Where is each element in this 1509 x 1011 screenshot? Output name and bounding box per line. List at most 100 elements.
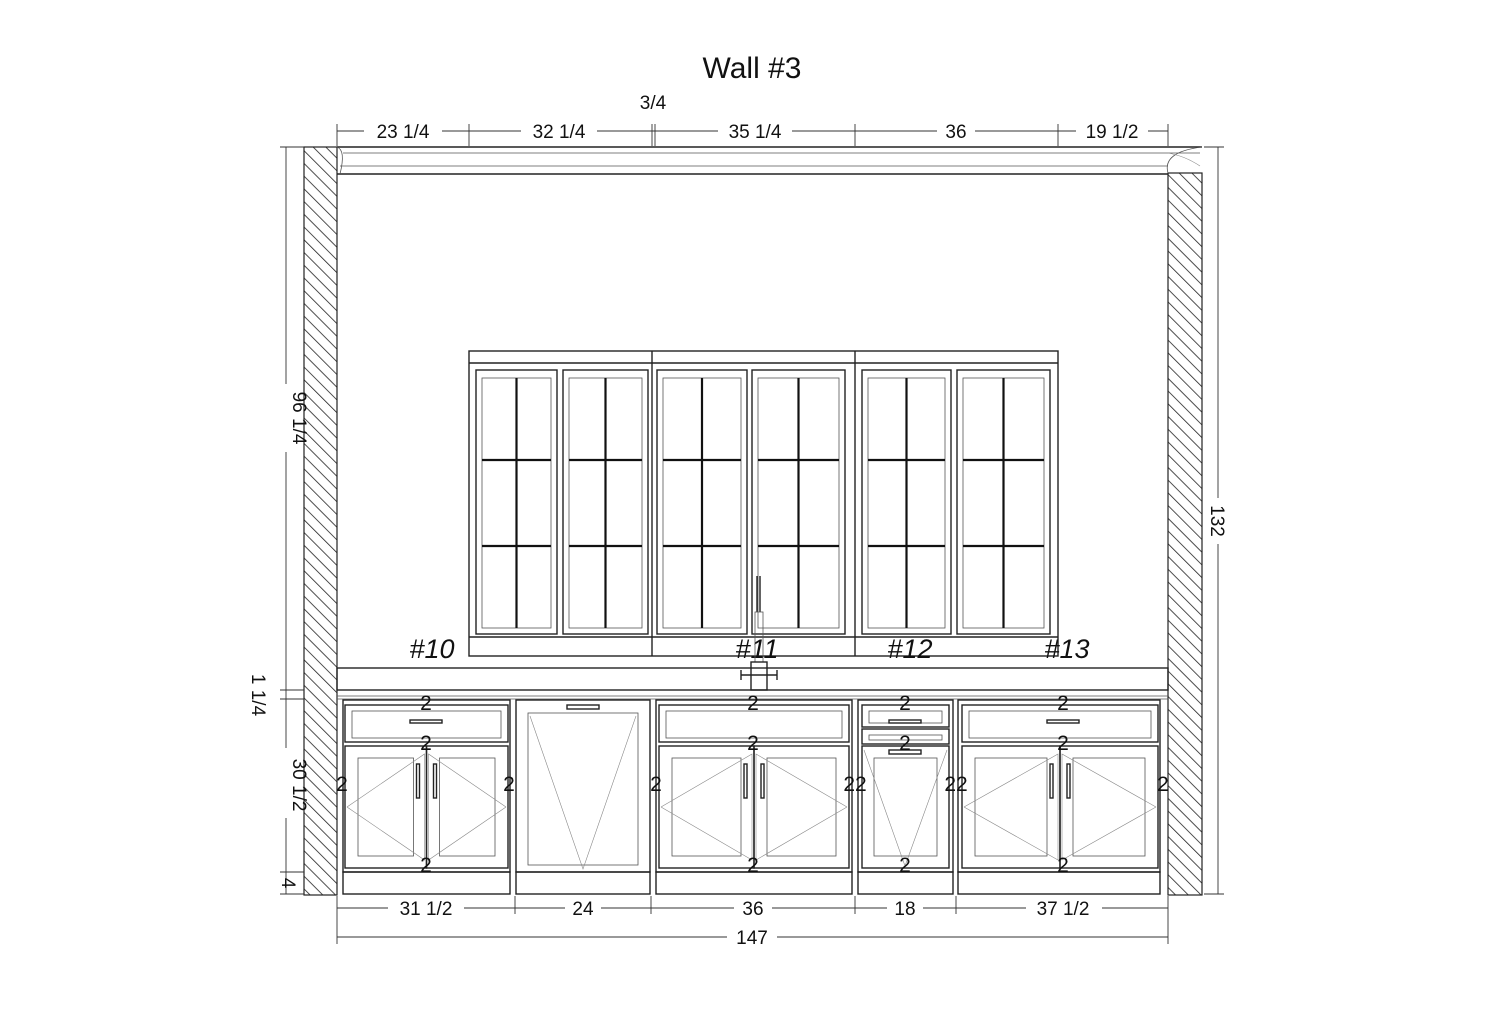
countertop <box>336 667 1169 700</box>
base-door-panel <box>974 757 1048 857</box>
hinge-indicator <box>346 753 425 861</box>
reveal-mark: 2 <box>899 692 911 715</box>
top-gap-dim: 3/4 <box>640 93 667 114</box>
door-handle <box>432 763 438 799</box>
top-dim-5: 19 1/2 <box>1086 122 1139 143</box>
bottom-dimension-line: 31 1/2 24 36 18 37 1/2 147 <box>336 896 1169 949</box>
base-door <box>861 745 950 869</box>
reveal-mark: 2 <box>899 732 911 755</box>
cabinet-tag-10: #10 <box>409 634 454 664</box>
upper-glass-doors <box>475 369 1051 635</box>
top-dim-2: 32 1/4 <box>533 122 586 143</box>
cabinet-tag-12: #12 <box>887 634 932 664</box>
reveal-mark: 2 <box>747 854 759 877</box>
left-dim-toe: 4 <box>277 878 298 889</box>
reveal-double: 22 <box>944 773 967 796</box>
drawer-pull <box>1046 719 1080 724</box>
reveal-mark: 2 <box>1057 692 1069 715</box>
right-wall-hatch <box>1167 172 1203 896</box>
hinge-indicator <box>660 753 753 861</box>
hinge-indicator <box>863 749 948 867</box>
reveal-mark: 2 <box>420 854 432 877</box>
drawer-panel <box>351 710 502 739</box>
reveal-mark: 2 <box>1057 732 1069 755</box>
drawer-front <box>344 704 509 743</box>
toe-kick <box>342 871 1161 895</box>
base-door-panel <box>873 757 938 857</box>
base-door <box>1059 745 1159 869</box>
drawer-panel <box>665 710 843 739</box>
base-cabinets <box>342 699 1161 895</box>
dishwasher <box>515 699 651 873</box>
bottom-dim-1: 31 1/2 <box>400 899 453 920</box>
upper-door <box>861 369 952 635</box>
right-dimension-line: 132 <box>1204 146 1230 895</box>
reveal-mark: 2 <box>1057 854 1069 877</box>
drawing-title: Wall #3 <box>703 52 802 85</box>
base-door-panel <box>357 757 414 857</box>
door-handle <box>743 763 748 799</box>
door-handle <box>415 763 421 799</box>
drawer-pull <box>409 719 443 724</box>
drawer-panel <box>868 734 943 741</box>
hinge-indicator <box>1061 753 1157 861</box>
base-door-panel <box>671 757 742 857</box>
reveal-mark: 2 <box>503 773 515 796</box>
right-dim-height: 132 <box>1206 505 1227 537</box>
overall-width-dim: 147 <box>736 928 768 949</box>
left-wall-hatch <box>303 146 338 896</box>
wall-cabinets <box>468 350 1059 657</box>
hinge-indicator <box>755 753 848 861</box>
drawer-front <box>658 704 850 743</box>
upper-door <box>475 369 558 635</box>
base-door <box>658 745 755 869</box>
bottom-dim-4: 18 <box>894 899 915 920</box>
bottom-dim-5: 37 1/2 <box>1037 899 1090 920</box>
upper-door <box>656 369 748 635</box>
reveal-labels: 2 2 2 2 2 2 2 2 2 22 2 2 2 22 2 2 2 2 <box>336 692 1169 877</box>
drawer-pull <box>888 719 922 724</box>
top-dim-4: 36 <box>945 122 966 143</box>
top-dim-1: 23 1/4 <box>377 122 430 143</box>
bottom-dim-3: 36 <box>742 899 763 920</box>
reveal-mark: 2 <box>747 732 759 755</box>
cabinet-tag-11: #11 <box>735 634 778 664</box>
base-cabinet-boxes <box>342 699 1161 873</box>
door-handle <box>1066 763 1071 799</box>
base-cabinet-box <box>857 699 954 873</box>
hinge-indicator <box>963 753 1059 861</box>
reveal-mark: 2 <box>420 732 432 755</box>
drawer-pull <box>888 749 922 755</box>
upper-door <box>751 369 846 635</box>
upper-door <box>562 369 649 635</box>
reveal-mark: 2 <box>747 692 759 715</box>
upper-door <box>956 369 1051 635</box>
drawer-panel <box>968 710 1152 739</box>
bottom-dim-2: 24 <box>572 899 594 920</box>
reveal-mark: 2 <box>650 773 662 796</box>
reveal-mark: 2 <box>420 692 432 715</box>
drawer-front <box>861 728 950 745</box>
base-door-panel <box>1072 757 1146 857</box>
reveal-mark: 2 <box>336 773 348 796</box>
door-handle <box>1049 763 1054 799</box>
base-door <box>753 745 850 869</box>
left-dim-base: 30 1/2 <box>288 759 309 812</box>
base-door-panel <box>766 757 837 857</box>
left-dim-upper: 96 1/4 <box>288 392 309 445</box>
reveal-mark: 2 <box>1157 773 1169 796</box>
base-door <box>425 745 509 869</box>
hinge-indicator <box>428 753 507 861</box>
top-dimension-line: 23 1/4 32 1/4 35 1/4 36 19 1/2 3/4 <box>336 93 1169 146</box>
base-cabinet-box <box>957 699 1161 873</box>
crown-molding <box>336 146 1203 175</box>
base-door <box>961 745 1061 869</box>
base-door-panel <box>439 757 496 857</box>
base-door <box>344 745 428 869</box>
drawer-front <box>961 704 1159 743</box>
left-dimension-line: 96 1/4 1 1/4 30 1/2 4 <box>247 146 309 895</box>
top-dim-3: 35 1/4 <box>729 122 782 143</box>
reveal-mark: 2 <box>899 854 911 877</box>
